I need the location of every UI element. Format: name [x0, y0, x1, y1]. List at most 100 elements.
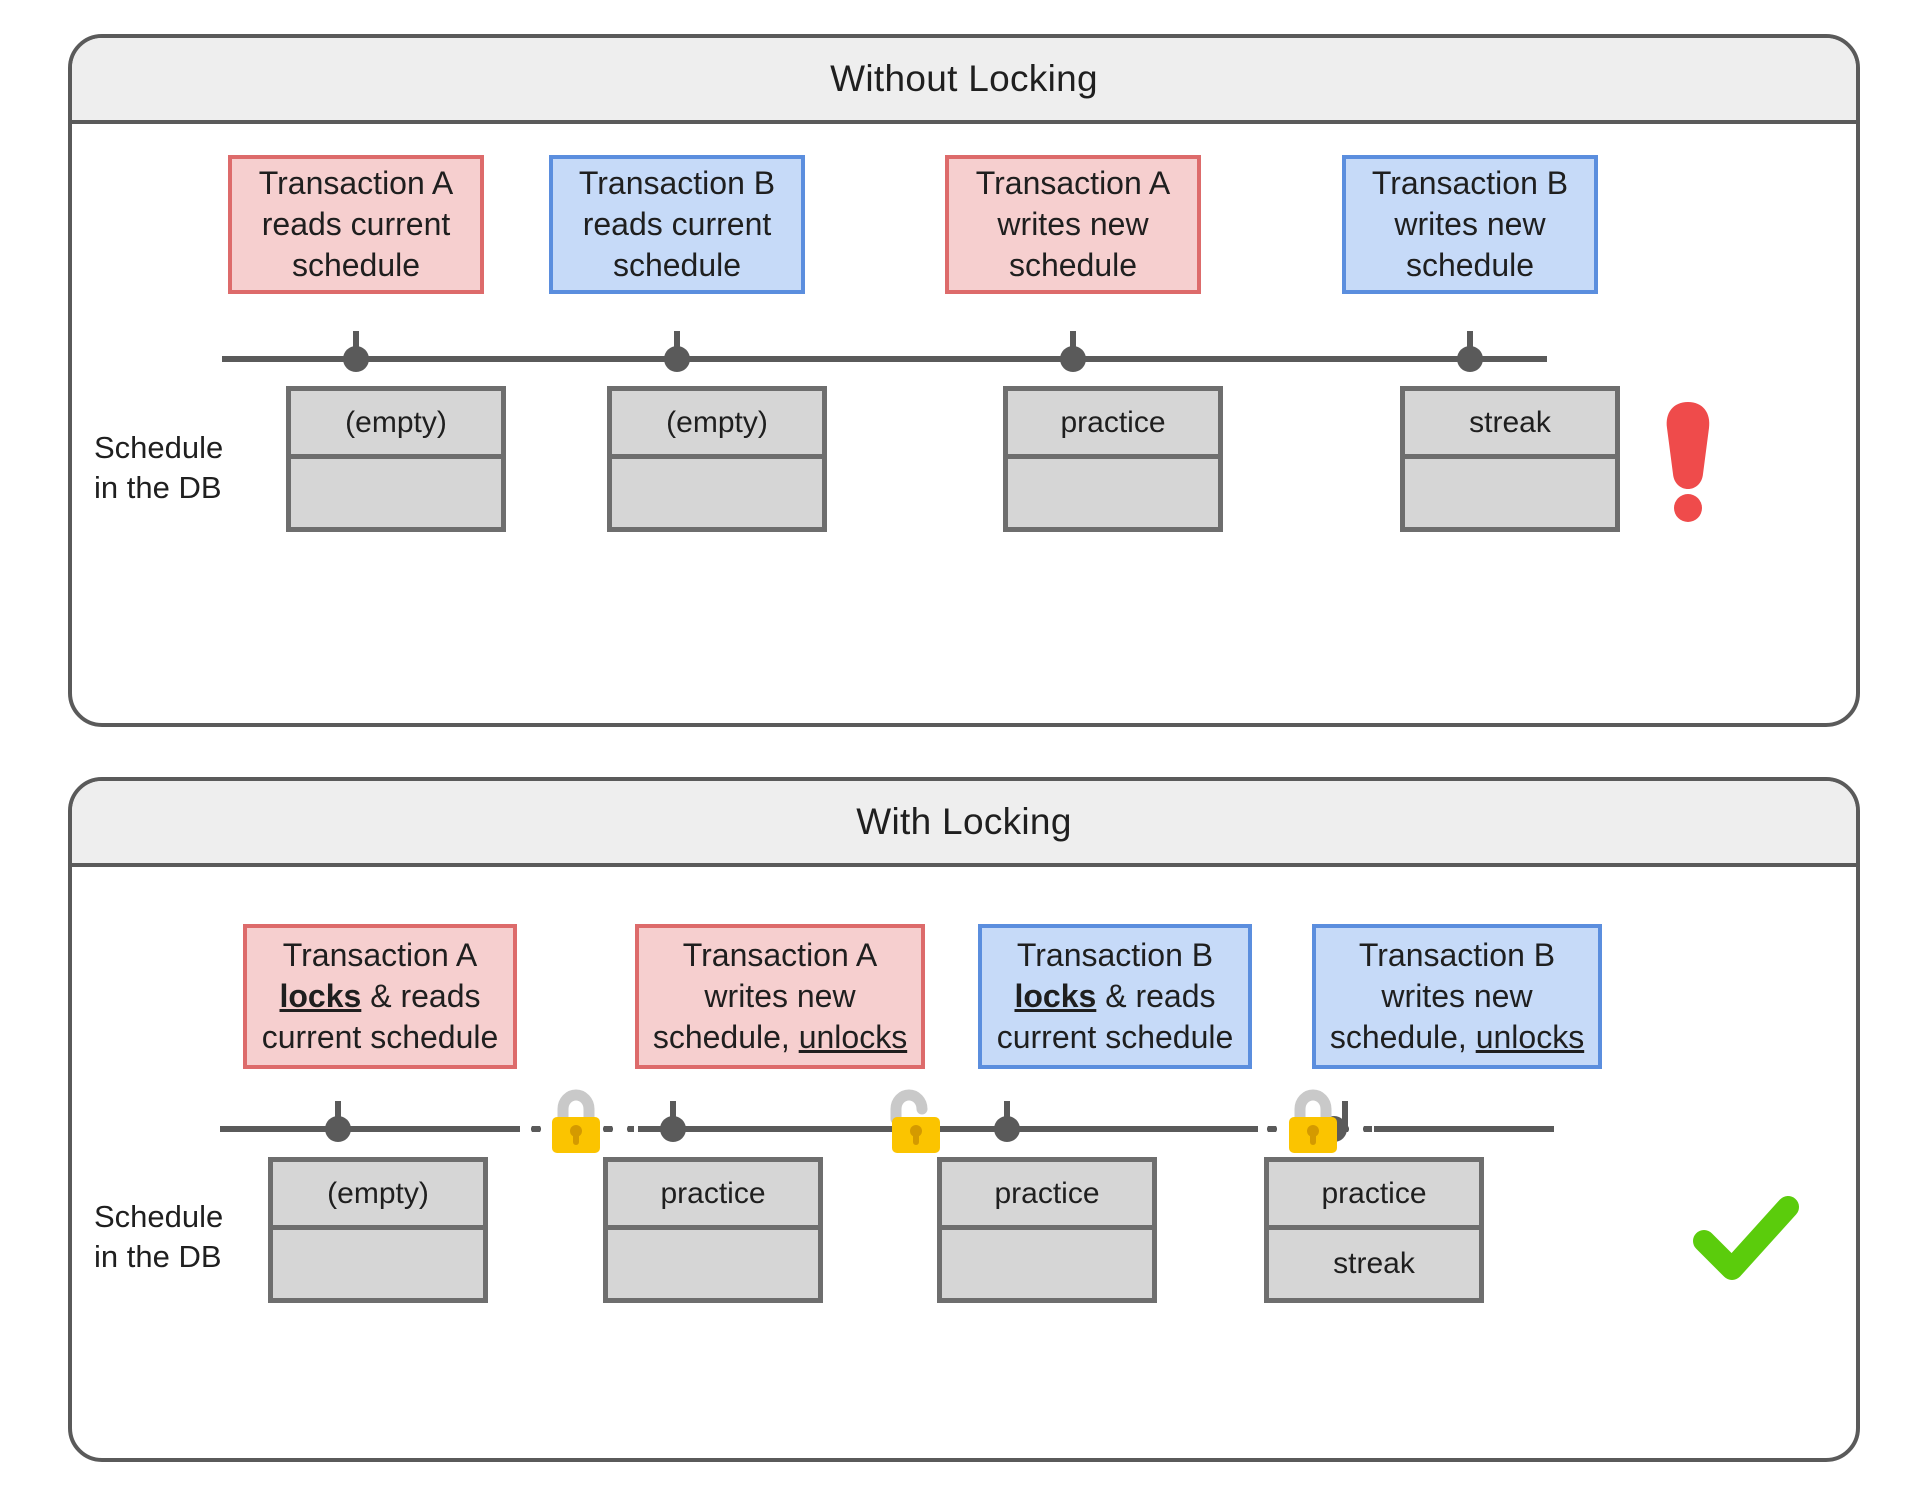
db-cell-row1: practice [942, 1162, 1152, 1230]
db-cell-row1: practice [1269, 1162, 1479, 1230]
panel-header-with-locking: With Locking [72, 781, 1856, 867]
timeline-dot-4 [1457, 346, 1483, 372]
timeline-dot-1 [343, 346, 369, 372]
db-cell-row1: practice [1008, 391, 1218, 459]
tx-line: Transaction B [1358, 937, 1556, 974]
tx-emphasis-locks: locks [279, 978, 362, 1015]
tx-box-without-1: Transaction A reads current schedule [228, 155, 484, 294]
timeline-stub [1467, 331, 1473, 357]
db-box-with-2: practice [603, 1157, 823, 1303]
db-box-without-4: streak [1400, 386, 1620, 532]
timeline-stub [670, 1101, 676, 1127]
timeline-stub [1342, 1101, 1348, 1127]
tx-box-without-2: Transaction B reads current schedule [549, 155, 805, 294]
padlock-closed-icon [1282, 1089, 1342, 1155]
db-box-with-1: (empty) [268, 1157, 488, 1303]
tx-line: writes new [1381, 978, 1533, 1015]
tx-line: schedule [1008, 246, 1138, 283]
timeline-axis [222, 356, 1547, 362]
tx-box-with-1: Transaction A locks & reads current sche… [243, 924, 517, 1069]
timeline-axis-segment [638, 1126, 968, 1132]
timeline-stub [1070, 331, 1076, 357]
panel-with-locking: With Locking Transaction A locks & reads… [68, 777, 1860, 1462]
tx-line: schedule [612, 246, 742, 283]
tx-emphasis-unlocks: unlocks [1475, 1018, 1585, 1055]
check-mark-icon [1692, 1193, 1802, 1290]
db-cell-row2 [1405, 459, 1615, 527]
db-cell-row2 [942, 1230, 1152, 1298]
tx-emphasis-unlocks: unlocks [798, 1018, 908, 1055]
tx-line-rest: & reads [361, 978, 481, 1015]
exclamation-mark-icon [1659, 400, 1717, 527]
tx-line: schedule [291, 246, 421, 283]
db-label-line-2: in the DB [94, 470, 222, 506]
db-cell-row2: streak [1333, 1247, 1415, 1280]
db-cell-row1: streak [1405, 391, 1615, 459]
db-cell-row2 [1008, 459, 1218, 527]
db-box-with-4: practice streak [1264, 1157, 1484, 1303]
panel-header-without-locking: Without Locking [72, 38, 1856, 124]
db-cell-row2 [612, 459, 822, 527]
tx-line: Transaction B [1016, 937, 1214, 974]
db-label-line-1: Schedule [94, 430, 224, 465]
db-cell-row2 [291, 459, 501, 527]
panel-body-with-locking: Transaction A locks & reads current sche… [72, 867, 1856, 1454]
timeline-stub [674, 331, 680, 357]
tx-line: schedule [1405, 246, 1535, 283]
timeline-dot-3 [1060, 346, 1086, 372]
tx-line: current schedule [996, 1018, 1234, 1055]
db-box-without-3: practice [1003, 386, 1223, 532]
tx-line: writes new [1394, 206, 1546, 243]
db-cell-row1: (empty) [291, 391, 501, 459]
padlock-open-icon [880, 1089, 940, 1155]
db-box-with-3: practice [937, 1157, 1157, 1303]
tx-line: Transaction A [258, 165, 454, 202]
panel-title-with-locking: With Locking [856, 801, 1072, 842]
timeline-dot-2 [664, 346, 690, 372]
tx-box-with-3: Transaction B locks & reads current sche… [978, 924, 1252, 1069]
timeline-with-locking [72, 1089, 1856, 1159]
tx-line: writes new [997, 206, 1149, 243]
timeline-dot-3 [994, 1116, 1020, 1142]
timeline-axis-segment [220, 1126, 520, 1132]
tx-line: writes new [704, 978, 856, 1015]
tx-box-without-4: Transaction B writes new schedule [1342, 155, 1598, 294]
tx-line: Transaction A [282, 937, 478, 974]
db-cell-row2 [273, 1230, 483, 1298]
db-cell-row1: practice [608, 1162, 818, 1230]
tx-line-rest: schedule, [1329, 1018, 1476, 1055]
timeline-without-locking [72, 329, 1856, 389]
timeline-dot-1 [325, 1116, 351, 1142]
timeline-stub [1004, 1101, 1010, 1127]
panel-body-without-locking: Transaction A reads current schedule Tra… [72, 124, 1856, 719]
timeline-axis-segment [1374, 1126, 1554, 1132]
tx-line: Transaction A [975, 165, 1171, 202]
db-label-with-locking: Schedule in the DB [94, 1197, 223, 1278]
tx-box-without-3: Transaction A writes new schedule [945, 155, 1201, 294]
db-label-without-locking: Schedule in the DB [94, 428, 223, 509]
db-label-line-2: in the DB [94, 1239, 222, 1275]
tx-line: reads current [261, 206, 451, 243]
panel-title-without-locking: Without Locking [830, 58, 1098, 99]
db-label-line-1: Schedule [94, 1199, 224, 1234]
tx-line: Transaction B [1371, 165, 1569, 202]
tx-emphasis-locks: locks [1014, 978, 1097, 1015]
padlock-closed-icon [545, 1089, 605, 1155]
db-cell-row1: (empty) [273, 1162, 483, 1230]
tx-box-with-4: Transaction B writes new schedule, unloc… [1312, 924, 1602, 1069]
tx-line-rest: & reads [1096, 978, 1216, 1015]
timeline-dot-2 [660, 1116, 686, 1142]
db-box-without-2: (empty) [607, 386, 827, 532]
db-box-without-1: (empty) [286, 386, 506, 532]
tx-line: Transaction B [578, 165, 776, 202]
panel-without-locking: Without Locking Transaction A reads curr… [68, 34, 1860, 727]
db-cell-row2 [608, 1230, 818, 1298]
tx-line-rest: schedule, [652, 1018, 799, 1055]
tx-line: Transaction A [682, 937, 878, 974]
tx-box-with-2: Transaction A writes new schedule, unloc… [635, 924, 925, 1069]
timeline-axis-segment [968, 1126, 1258, 1132]
timeline-stub [335, 1101, 341, 1127]
db-cell-row1: (empty) [612, 391, 822, 459]
tx-line: current schedule [261, 1018, 499, 1055]
